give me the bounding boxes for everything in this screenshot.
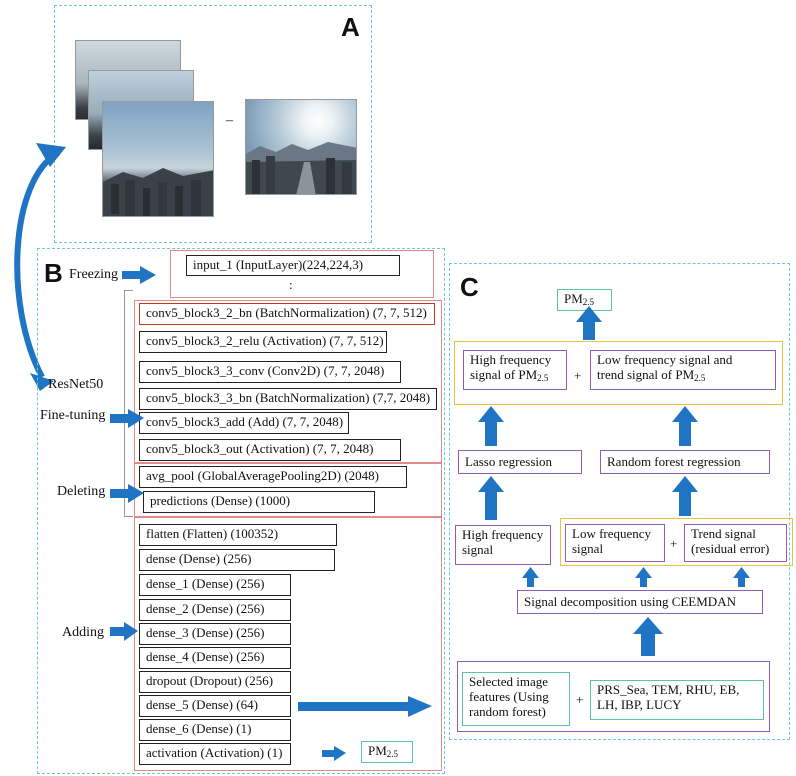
adding-region: [134, 517, 442, 771]
freezing-region: [170, 250, 434, 298]
high-freq-signal-box: High frequency signal: [455, 525, 551, 565]
added-layer: dense_3 (Dense) (256): [139, 623, 291, 645]
curved-arrow: [14, 143, 66, 391]
added-layer: dense_6 (Dense) (1): [139, 719, 291, 741]
deleting-label: Deleting: [57, 484, 106, 499]
pm25-output-c: PM2.5: [557, 289, 612, 311]
random-forest-box: Random forest regression: [600, 450, 770, 474]
freezing-label: Freezing: [69, 267, 118, 282]
deleted-layer: predictions (Dense) (1000): [143, 491, 375, 513]
pm25-output-b: PM2.5: [361, 741, 413, 763]
trend-signal-box: Trend signal (residual error): [684, 524, 787, 562]
added-layer: dropout (Dropout) (256): [139, 671, 291, 693]
meteorological-features-box: PRS_Sea, TEM, RHU, EB, LH, IBP, LUCY: [590, 680, 764, 720]
panel-b-letter: B: [44, 258, 63, 288]
low-trend-region: [560, 518, 793, 566]
finetuning-region: [134, 300, 442, 463]
deleted-layer: avg_pool (GlobalAveragePooling2D) (2048): [139, 466, 407, 488]
panel-a-letter: A: [341, 12, 360, 42]
panel-b: [37, 248, 445, 774]
plus-sign: +: [574, 368, 582, 383]
sky-photo-3: [102, 101, 214, 217]
added-layer: dense_2 (Dense) (256): [139, 599, 291, 621]
finetune-layer: conv5_block3_3_conv (Conv2D) (7, 7, 2048…: [139, 361, 401, 383]
added-layer: flatten (Flatten) (100352): [139, 524, 337, 546]
finetuning-label: Fine-tuning: [40, 408, 106, 423]
adding-label: Adding: [62, 625, 104, 640]
sky-photo-reference: [245, 99, 357, 195]
added-layer: dense_5 (Dense) (64): [139, 695, 291, 717]
input-layer-box: input_1 (InputLayer)(224,224,3): [186, 255, 400, 276]
resnet-bracket: [124, 290, 133, 517]
finetune-layer: conv5_block3_out (Activation) (7, 7, 204…: [139, 439, 401, 461]
ellipsis: :: [289, 277, 293, 292]
added-layer: dense (Dense) (256): [139, 549, 335, 571]
panel-a: [54, 5, 372, 243]
panel-c: [449, 263, 790, 740]
plus-sign: +: [576, 692, 584, 707]
finetune-layer: conv5_block3_2_bn (BatchNormalization) (…: [139, 303, 435, 325]
finetune-layer: conv5_block3_3_bn (BatchNormalization) (…: [139, 388, 437, 410]
high-freq-pm-box: High frequency signal of PM2.5: [463, 350, 567, 390]
added-layer: dense_4 (Dense) (256): [139, 647, 291, 669]
ceemdan-box: Signal decomposition using CEEMDAN: [517, 590, 763, 614]
low-freq-pm-box: Low frequency signal and trend signal of…: [590, 350, 776, 390]
selected-features-box: Selected image features (Using random fo…: [462, 672, 570, 726]
lasso-regression-box: Lasso regression: [458, 450, 582, 474]
panel-c-letter: C: [460, 272, 479, 302]
resnet50-label: ResNet50: [48, 377, 104, 392]
features-region: [457, 661, 770, 732]
finetune-layer: conv5_block3_add (Add) (7, 7, 2048): [139, 412, 349, 434]
added-layer: dense_1 (Dense) (256): [139, 574, 291, 596]
pm-components-region: [454, 341, 783, 405]
plus-sign: +: [670, 536, 678, 551]
added-layer: activation (Activation) (1): [139, 743, 291, 765]
low-freq-signal-box: Low frequency signal: [565, 524, 665, 562]
minus-sign: –: [226, 113, 233, 128]
finetune-layer: conv5_block3_2_relu (Activation) (7, 7, …: [139, 331, 387, 353]
